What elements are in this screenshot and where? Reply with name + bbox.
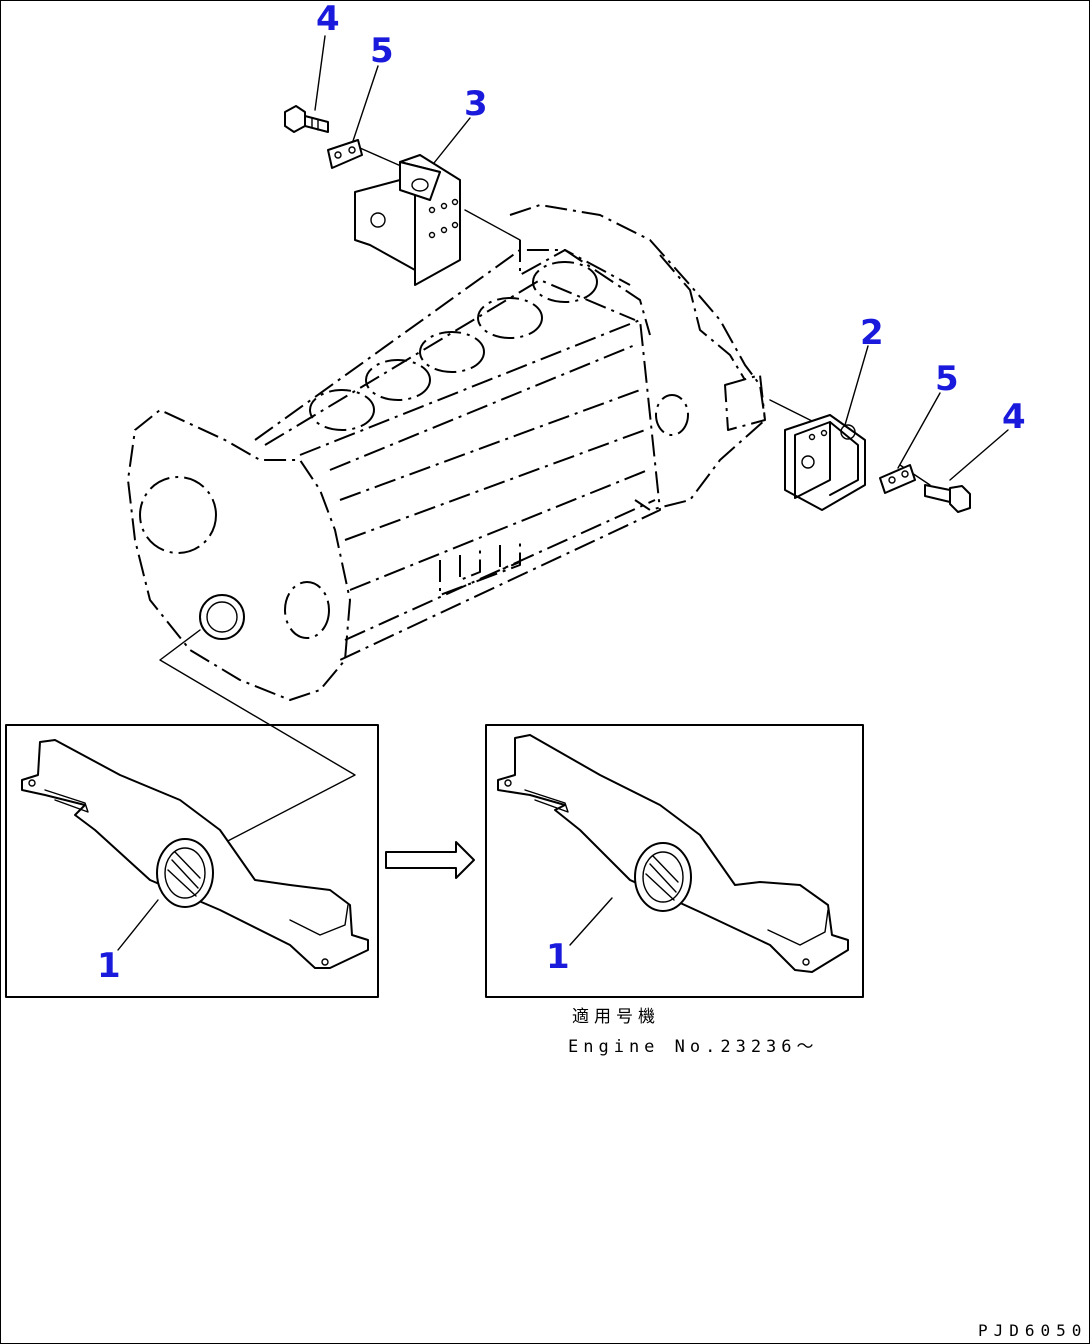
- drawing-code: PJD6050: [978, 1321, 1087, 1340]
- arrow-right-icon: [385, 841, 475, 879]
- callout-washer-right: 5: [935, 359, 959, 399]
- callout-bolt-top: 4: [316, 0, 340, 39]
- bolt-right: [924, 484, 971, 513]
- bracket-top: [354, 154, 461, 286]
- bracket-right: [784, 414, 866, 511]
- callout-washer-top: 5: [370, 31, 394, 71]
- leader-lines: [117, 35, 1009, 951]
- engine-block: [127, 204, 766, 701]
- applicability-note-title: 適用号機: [572, 1007, 660, 1027]
- callout-plate-new: 1: [546, 937, 570, 977]
- callout-bracket-top: 3: [464, 84, 488, 124]
- callout-plate-old: 1: [97, 946, 121, 986]
- callout-bracket-right: 2: [860, 313, 884, 353]
- detail-box-old: [5, 724, 379, 998]
- washer-top: [327, 139, 363, 169]
- callout-bolt-right: 4: [1002, 397, 1026, 437]
- applicability-note-serial: Engine No.23236～: [568, 1037, 819, 1057]
- washer-right: [879, 464, 916, 494]
- bolt-top: [284, 105, 329, 133]
- detail-box-new: [485, 724, 864, 998]
